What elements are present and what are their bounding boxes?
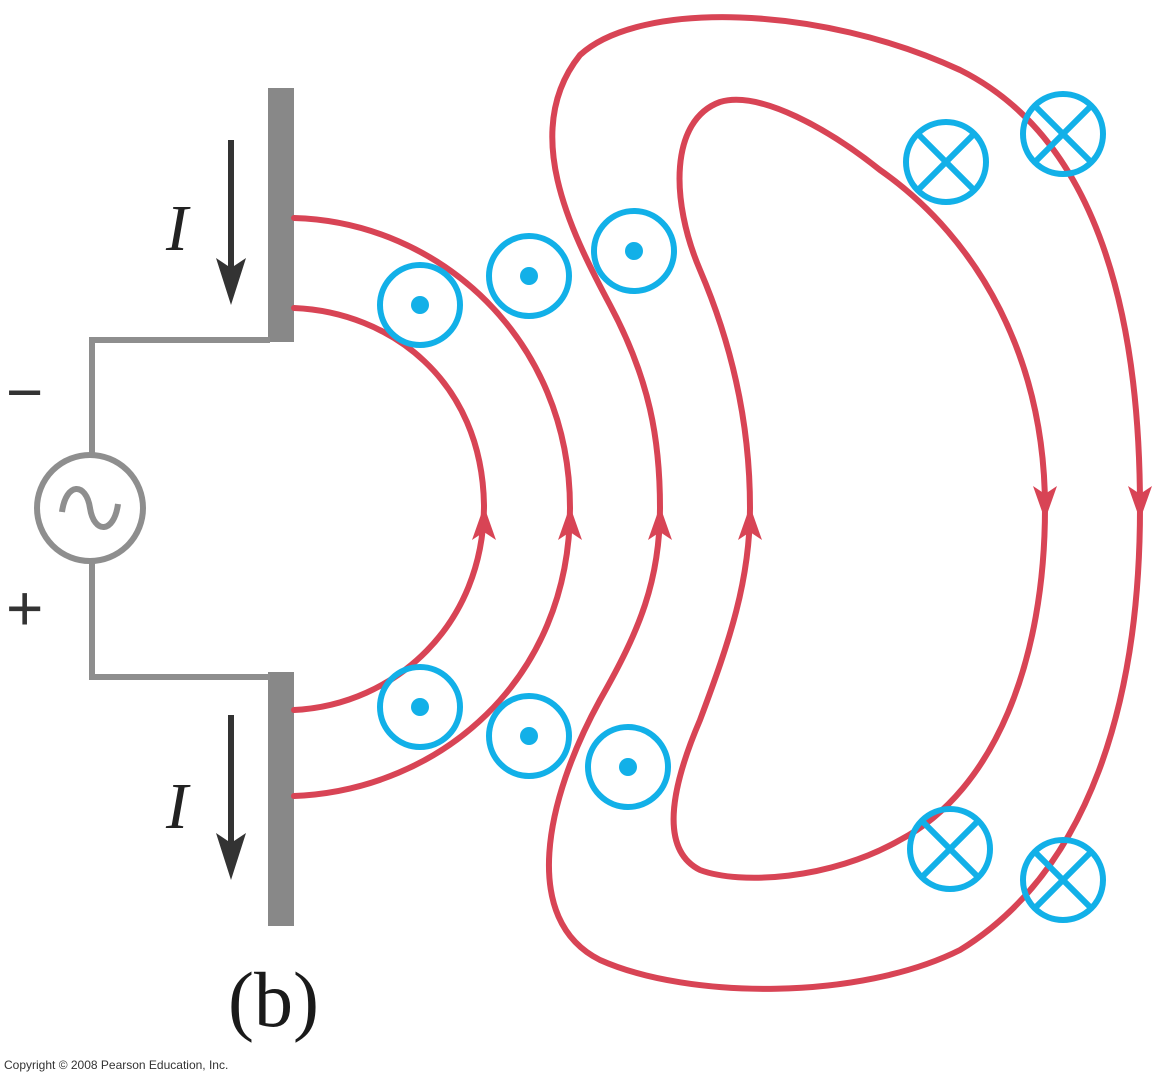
b-field-into-page-icon [1020, 837, 1106, 923]
current-arrows [216, 140, 246, 880]
b-field-out-of-page-icon [377, 262, 463, 348]
arrow-up-2 [558, 506, 582, 540]
b-field-out-of-page-icon [486, 693, 572, 779]
ac-source-symbol [34, 452, 146, 564]
b-field-into-page-icon [1020, 91, 1106, 177]
b-field-out-of-page-icon [585, 724, 671, 810]
e-field-line-1 [291, 305, 487, 713]
antenna-upper-rod [268, 88, 294, 342]
copyright-notice: Copyright © 2008 Pearson Education, Inc. [4, 1058, 228, 1072]
b-field-out-of-page-icon [377, 664, 463, 750]
arrow-up-3 [648, 506, 672, 540]
current-label-top: I [165, 192, 191, 265]
e-field-loop-4 [670, 96, 1048, 881]
minus-sign: − [6, 356, 43, 428]
e-field-line-2 [291, 215, 573, 799]
b-field-out-of-page-icon [591, 208, 677, 294]
field-arrowheads [472, 486, 1152, 540]
antenna-lower-rod [268, 672, 294, 926]
magnetic-field-symbols [377, 91, 1106, 923]
b-field-into-page-icon [903, 119, 989, 205]
current-arrow-top-head [216, 258, 246, 305]
antenna [268, 88, 294, 926]
b-field-into-page-icon [907, 806, 993, 892]
electric-field-lines [291, 14, 1143, 992]
b-field-out-of-page-icon [486, 233, 572, 319]
arrow-up-1 [472, 506, 496, 540]
plus-sign: + [6, 572, 43, 644]
arrow-down-6 [1128, 486, 1152, 520]
sine-wave-icon [59, 486, 121, 530]
upper-wire [89, 337, 270, 456]
arrow-down-5 [1033, 486, 1057, 520]
arrow-up-4 [738, 506, 762, 540]
ac-circuit [34, 337, 270, 680]
current-label-bottom: I [165, 770, 191, 843]
figure-caption: (b) [228, 956, 319, 1043]
lower-wire [89, 562, 270, 680]
current-arrow-bottom-head [216, 833, 246, 880]
